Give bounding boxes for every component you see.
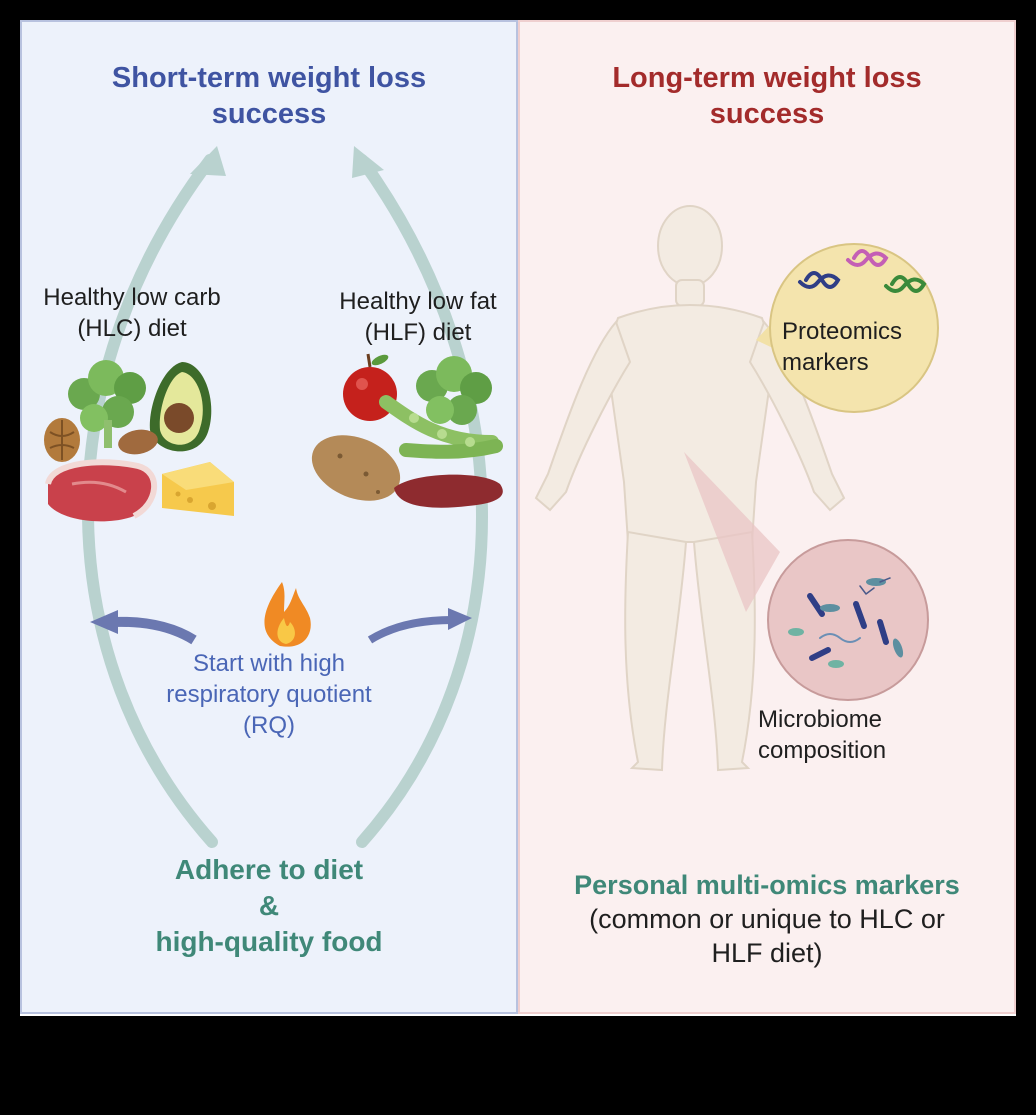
microbiome-bubble	[767, 539, 929, 701]
proteomics-line2: markers	[782, 349, 869, 376]
right-panel-graphics	[534, 205, 939, 772]
left-panel-graphics	[44, 146, 503, 848]
figure: Short-term weight loss success Healthy l…	[20, 20, 1016, 1016]
hlf-diet-label: Healthy low fat (HLF) diet	[318, 286, 518, 348]
microbiome-callout-wedge	[684, 452, 780, 612]
omics-text: Personal multi-omics markers (common or …	[520, 868, 1014, 970]
lean-meat-icon	[394, 474, 503, 508]
microbiome-label: Microbiome composition	[758, 704, 886, 766]
kale-icon-2	[416, 356, 492, 425]
long-term-title-line1: Long-term weight loss	[612, 62, 922, 94]
short-term-title-line1: Short-term weight loss	[111, 62, 427, 94]
hlc-diet-label: Healthy low carb (HLC) diet	[32, 282, 232, 344]
steak-icon	[45, 459, 157, 522]
proteomics-line1: Proteomics	[782, 318, 903, 345]
microbiome-line1: Microbiome	[758, 706, 883, 733]
hlc-label-line2: (HLC) diet	[77, 315, 187, 342]
human-body-icon	[534, 205, 846, 772]
adhere-text: Adhere to diet & high-quality food	[22, 852, 516, 960]
omics-line2: (common or unique to HLC or	[589, 904, 945, 934]
rq-left-arrow	[111, 616, 197, 645]
cheese-icon	[162, 462, 234, 516]
proteomics-label: Proteomics markers	[782, 316, 902, 378]
avocado-icon	[149, 362, 212, 452]
adhere-line3: high-quality food	[155, 926, 383, 957]
hlf-label-line1: Healthy low fat	[339, 288, 497, 315]
long-term-panel: Long-term weight loss success Proteomics…	[518, 20, 1016, 1014]
rq-text: Start with high respiratory quotient (RQ…	[22, 648, 516, 741]
rq-line3: (RQ)	[243, 712, 295, 739]
bacteria-icon	[788, 577, 904, 668]
hlc-label-line1: Healthy low carb	[43, 284, 221, 311]
rq-line1: Start with high	[192, 650, 346, 677]
adhere-line1: Adhere to diet	[174, 854, 364, 885]
rq-right-arrowhead	[448, 608, 472, 630]
adhere-line2: &	[258, 890, 280, 921]
short-term-title: Short-term weight loss success	[22, 60, 516, 132]
protein-icon	[798, 249, 927, 293]
rq-right-arrow	[367, 616, 453, 644]
long-term-title: Long-term weight loss success	[520, 60, 1014, 132]
omics-line1: Personal multi-omics markers	[574, 870, 960, 900]
right-cycle-arrow	[356, 154, 488, 848]
left-cycle-arrowhead	[190, 146, 226, 176]
rq-line2: respiratory quotient	[166, 681, 372, 708]
microbiome-line2: composition	[758, 737, 887, 764]
edamame-icon	[379, 395, 503, 459]
rq-left-arrowhead	[90, 610, 118, 634]
walnut-icon	[44, 418, 80, 462]
omics-line3: HLF diet)	[711, 938, 823, 968]
flame-icon	[264, 582, 311, 647]
right-cycle-arrowhead	[352, 146, 384, 178]
potato-icon	[311, 435, 401, 501]
long-term-title-line2: success	[709, 98, 825, 130]
kale-icon	[68, 360, 146, 448]
short-term-title-line2: success	[211, 98, 327, 130]
almond-icon	[118, 429, 158, 455]
short-term-panel: Short-term weight loss success Healthy l…	[20, 20, 518, 1014]
hlf-label-line2: (HLF) diet	[364, 319, 472, 346]
